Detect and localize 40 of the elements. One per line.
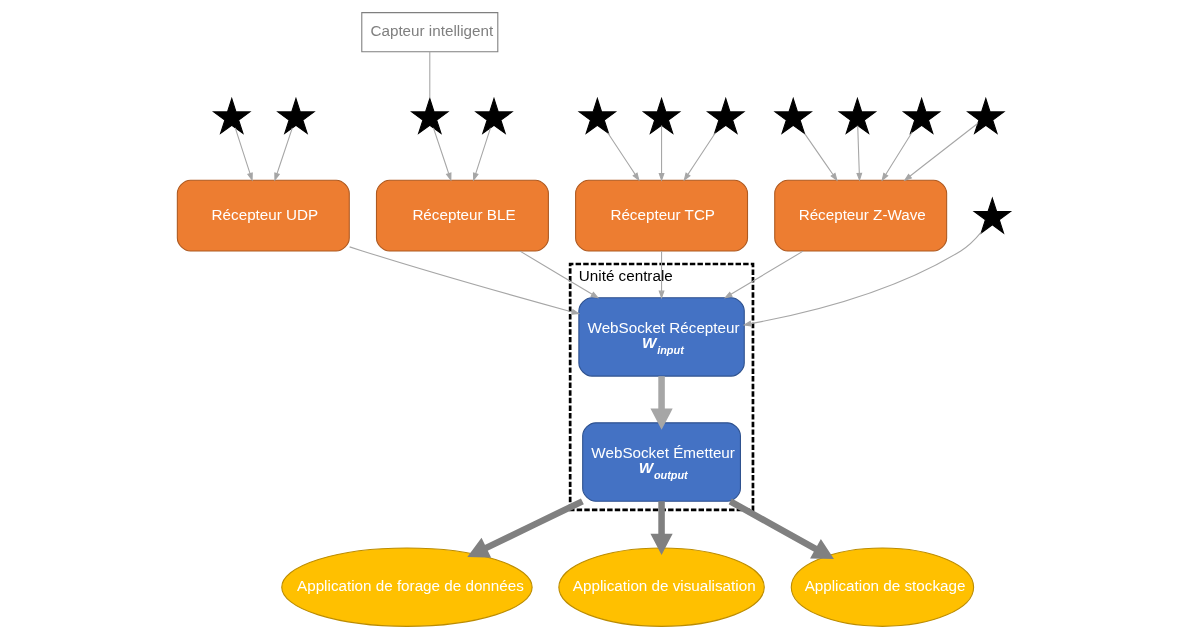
node-star <box>901 96 941 135</box>
node-star <box>965 96 1006 135</box>
arrow <box>606 132 640 182</box>
arrow <box>682 132 716 182</box>
arrow <box>742 231 982 327</box>
node-star <box>641 96 681 135</box>
node-box: WebSocket Récepteur W$_{input}$ <box>577 297 745 377</box>
node-ellipse: Application de stockage <box>790 547 974 627</box>
node-box: Capteur intelligent <box>360 12 498 53</box>
arrow <box>234 127 253 182</box>
node-box: Récepteur Z-Wave <box>773 179 947 252</box>
node-star <box>211 96 252 135</box>
arrow <box>519 250 599 299</box>
node-box: Récepteur TCP <box>574 179 748 252</box>
node-box: Récepteur UDP <box>176 179 350 252</box>
arrow <box>466 498 584 558</box>
node-star <box>972 196 1012 235</box>
node-box: WebSocket Émetteur W$_{output}$ <box>581 422 741 502</box>
node-star <box>772 96 813 135</box>
node-box: Récepteur BLE <box>375 179 549 252</box>
arrow <box>649 376 673 430</box>
arrow <box>273 127 293 182</box>
arrow <box>649 501 673 555</box>
arrow <box>432 127 451 182</box>
connector <box>428 51 430 99</box>
node-star <box>275 96 316 135</box>
arrow <box>803 133 838 182</box>
node-ellipse: Application de visualisation <box>557 547 765 627</box>
arrow <box>723 250 804 299</box>
arrow <box>880 131 913 182</box>
arrow <box>903 122 978 182</box>
node-star <box>409 96 450 135</box>
node-ellipse: Application de forage de données <box>280 547 533 627</box>
node-star <box>577 96 617 135</box>
node-star <box>705 96 746 135</box>
arrow <box>348 246 580 315</box>
arrow <box>658 250 665 300</box>
arrow <box>472 127 491 182</box>
node-star <box>473 96 514 135</box>
node-star <box>837 96 877 135</box>
